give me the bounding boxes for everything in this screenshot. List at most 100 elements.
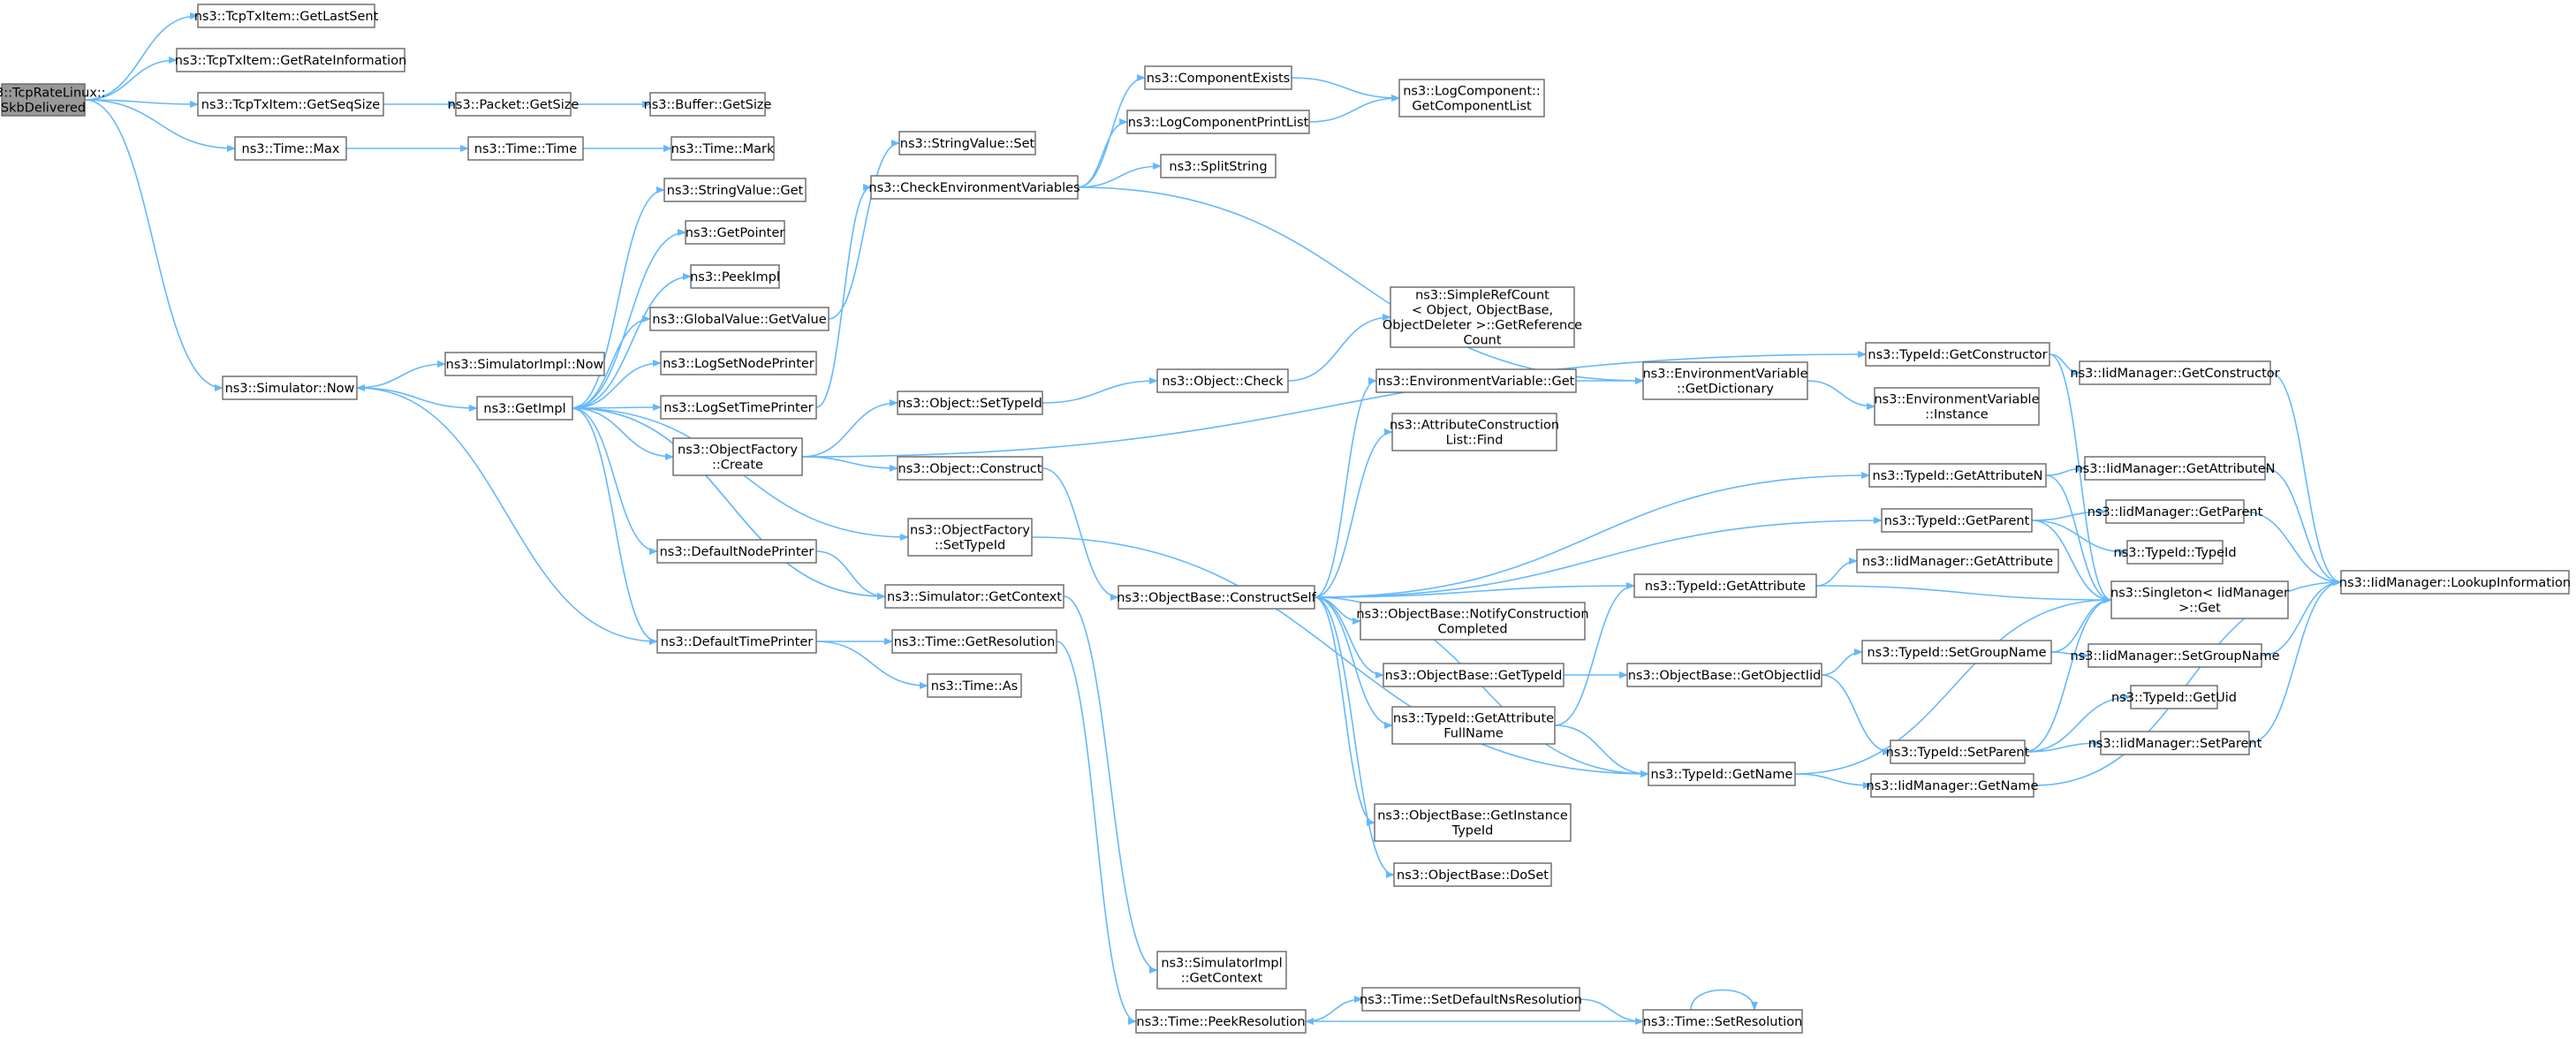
node-defTimePrinter[interactable]: ns3::DefaultTimePrinter	[656, 629, 817, 654]
node-objSetTypeId[interactable]: ns3::Object::SetTypeId	[897, 391, 1043, 415]
node-box	[2100, 731, 2250, 755]
node-timeTime[interactable]: ns3::Time::Time	[467, 136, 584, 161]
node-simImplNow[interactable]: ns3::SimulatorImpl::Now	[444, 352, 605, 376]
node-timeMark[interactable]: ns3::Time::Mark	[671, 136, 775, 161]
node-getLastSent[interactable]: ns3::TcpTxItem::GetLastSent	[194, 4, 379, 28]
node-objFactSetTypeId[interactable]: ns3::ObjectFactory::SetTypeId	[907, 518, 1033, 557]
node-splitString[interactable]: ns3::SplitString	[1160, 154, 1277, 178]
node-timeGetRes[interactable]: ns3::Time::GetResolution	[891, 629, 1057, 654]
node-getSeqSize[interactable]: ns3::TcpTxItem::GetSeqSize	[197, 92, 384, 117]
node-typeIdGetAttr[interactable]: ns3::TypeId::GetAttribute	[1633, 573, 1817, 598]
node-checkEnv[interactable]: ns3::CheckEnvironmentVariables	[868, 175, 1080, 200]
node-label-line: ns3::TypeId::GetConstructor	[1868, 348, 2047, 362]
node-logSetTime[interactable]: ns3::LogSetTimePrinter	[660, 395, 817, 420]
node-compExists[interactable]: ns3::ComponentExists	[1144, 65, 1292, 90]
edge-typeIdGetAttr-to-iidGetAttribute	[1815, 557, 1858, 587]
node-iidGetConstructor[interactable]: ns3::IidManager::GetConstructor	[2070, 360, 2280, 385]
node-typeIdTypeId[interactable]: ns3::TypeId::TypeId	[2113, 540, 2237, 565]
node-label-line: ns3::ObjectBase::GetInstance	[1377, 809, 1568, 823]
node-envVarGet[interactable]: ns3::EnvironmentVariable::Get	[1375, 368, 1577, 393]
node-simNow[interactable]: ns3::Simulator::Now	[222, 375, 358, 400]
node-typeIdGetUid[interactable]: ns3::TypeId::GetUid	[2111, 685, 2237, 709]
node-defNodePrinter[interactable]: ns3::DefaultNodePrinter	[656, 539, 817, 564]
node-timeSetDefRes[interactable]: ns3::Time::SetDefaultNsResolution	[1360, 987, 1582, 1012]
node-logSetNode[interactable]: ns3::LogSetNodePrinter	[660, 351, 817, 375]
node-iidLookup[interactable]: ns3::IidManager::LookupInformation	[2339, 570, 2571, 595]
node-box	[690, 264, 780, 289]
node-label-line: ::GetContext	[1181, 972, 1263, 986]
node-iidGetAttribute[interactable]: ns3::IidManager::GetAttribute	[1856, 549, 2059, 573]
node-box	[1156, 951, 1287, 990]
edge-defTimePrinter-to-simNow	[356, 384, 658, 642]
nodes-layer: ns3::TcpRateLinux::SkbDelivered ns3::TcpT…	[0, 4, 2571, 1034]
node-label-line: ns3::ComponentExists	[1147, 72, 1291, 86]
node-objCheck[interactable]: ns3::Object::Check	[1156, 368, 1289, 393]
node-objBaseGetObjIid[interactable]: ns3::ObjectBase::GetObjectIid	[1626, 663, 1822, 687]
node-objFactCreate[interactable]: ns3::ObjectFactory::Create	[672, 437, 803, 476]
node-objBaseDoSet[interactable]: ns3::ObjectBase::DoSet	[1393, 862, 1552, 887]
node-timeMax[interactable]: ns3::Time::Max	[234, 136, 347, 161]
node-label-line: ns3::EnvironmentVariable	[1642, 368, 1807, 382]
node-label-line: ObjectDeleter >::GetReference	[1383, 319, 1582, 333]
node-label-line: List::Find	[1446, 434, 1504, 448]
node-peekImpl[interactable]: ns3::PeekImpl	[690, 264, 780, 289]
node-iidGetName[interactable]: ns3::IidManager::GetName	[1867, 773, 2039, 798]
node-envVarGetDict[interactable]: ns3::EnvironmentVariable::GetDictionary	[1642, 361, 1808, 400]
node-typeIdGetConstructor[interactable]: ns3::TypeId::GetConstructor	[1865, 342, 2050, 367]
node-typeIdGetAttrN[interactable]: ns3::TypeId::GetAttributeN	[1868, 463, 2047, 488]
edge-iidSetParent-to-iidLookup	[2248, 579, 2342, 744]
node-bufferGetSize[interactable]: ns3::Buffer::GetSize	[644, 92, 772, 117]
node-label-line: ns3::Time::GetResolution	[894, 635, 1056, 649]
node-strValGet[interactable]: ns3::StringValue::Get	[663, 178, 807, 202]
node-box	[1391, 706, 1556, 745]
node-timeAs[interactable]: ns3::Time::As	[927, 673, 1022, 698]
node-strValSet[interactable]: ns3::StringValue::Set	[898, 131, 1036, 155]
node-objBaseConstructSelf[interactable]: ns3::ObjectBase::ConstructSelf	[1117, 585, 1317, 610]
node-label-line: < Object, ObjectBase,	[1412, 304, 1553, 318]
node-label-line: ns3::Object::SetTypeId	[898, 397, 1042, 411]
node-typeIdSetParent[interactable]: ns3::TypeId::SetParent	[1886, 739, 2030, 764]
node-getRateInfo[interactable]: ns3::TcpTxItem::GetRateInformation	[175, 48, 407, 72]
node-envVarInstance[interactable]: ns3::EnvironmentVariable::Instance	[1874, 387, 2040, 426]
node-label-line: ns3::Time::Max	[242, 142, 340, 156]
node-logCompGetList[interactable]: ns3::LogComponent::GetComponentList	[1398, 79, 1545, 118]
node-globalValGet[interactable]: ns3::GlobalValue::GetValue	[649, 307, 830, 331]
node-iidGetParent[interactable]: ns3::IidManager::GetParent	[2087, 499, 2263, 524]
node-box	[1383, 663, 1565, 687]
node-objConstruct[interactable]: ns3::Object::Construct	[897, 456, 1043, 481]
node-label-line: ::Instance	[1925, 408, 1989, 422]
node-getImpl[interactable]: ns3::GetImpl	[476, 396, 573, 421]
node-getPointer[interactable]: ns3::GetPointer	[685, 220, 785, 245]
edge-iidGetAttrN-to-iidLookup	[2264, 467, 2342, 586]
node-packetGetSize[interactable]: ns3::Packet::GetSize	[448, 92, 580, 117]
node-objBaseNotify[interactable]: ns3::ObjectBase::NotifyConstructionCompl…	[1356, 602, 1589, 641]
node-timeSetRes[interactable]: ns3::Time::SetResolution	[1642, 1009, 1803, 1034]
node-label-line: TypeId	[1451, 824, 1494, 838]
node-simGetContext[interactable]: ns3::Simulator::GetContext	[884, 584, 1064, 609]
node-label-line: ns3::TcpTxItem::GetRateInformation	[175, 54, 407, 68]
node-root[interactable]: ns3::TcpRateLinux::SkbDelivered	[0, 83, 106, 117]
node-iidGetAttrN[interactable]: ns3::IidManager::GetAttributeN	[2074, 456, 2276, 481]
node-simpleRefCount[interactable]: ns3::SimpleRefCount< Object, ObjectBase,…	[1383, 286, 1582, 348]
node-typeIdGetName[interactable]: ns3::TypeId::GetName	[1648, 762, 1796, 786]
node-label-line: ns3::SimpleRefCount	[1415, 289, 1549, 303]
node-iidSetParent[interactable]: ns3::IidManager::SetParent	[2088, 731, 2262, 755]
node-logCompPrint[interactable]: ns3::LogComponentPrintList	[1126, 110, 1310, 134]
node-label-line: ns3::TcpRateLinux::	[0, 87, 106, 101]
node-box	[1144, 65, 1292, 90]
node-iidSetGroupName[interactable]: ns3::IidManager::SetGroupName	[2070, 643, 2280, 668]
node-label-line: ns3::Time::Time	[474, 142, 578, 156]
node-simImplGetCtx[interactable]: ns3::SimulatorImpl::GetContext	[1156, 951, 1287, 990]
node-timePeekRes[interactable]: ns3::Time::PeekResolution	[1135, 1009, 1307, 1034]
edge-getImpl-to-globalValGet	[572, 315, 651, 409]
node-typeIdSetGroupName[interactable]: ns3::TypeId::SetGroupName	[1861, 640, 2052, 664]
edge-root-to-getLastSent	[84, 12, 199, 101]
node-singletonGet[interactable]: ns3::Singleton< IidManager>::Get	[2110, 580, 2289, 619]
node-objBaseGetTypeId[interactable]: ns3::ObjectBase::GetTypeId	[1383, 663, 1565, 687]
node-typeIdGetParent[interactable]: ns3::TypeId::GetParent	[1881, 508, 2033, 533]
node-label-line: ns3::TypeId::TypeId	[2113, 546, 2236, 560]
